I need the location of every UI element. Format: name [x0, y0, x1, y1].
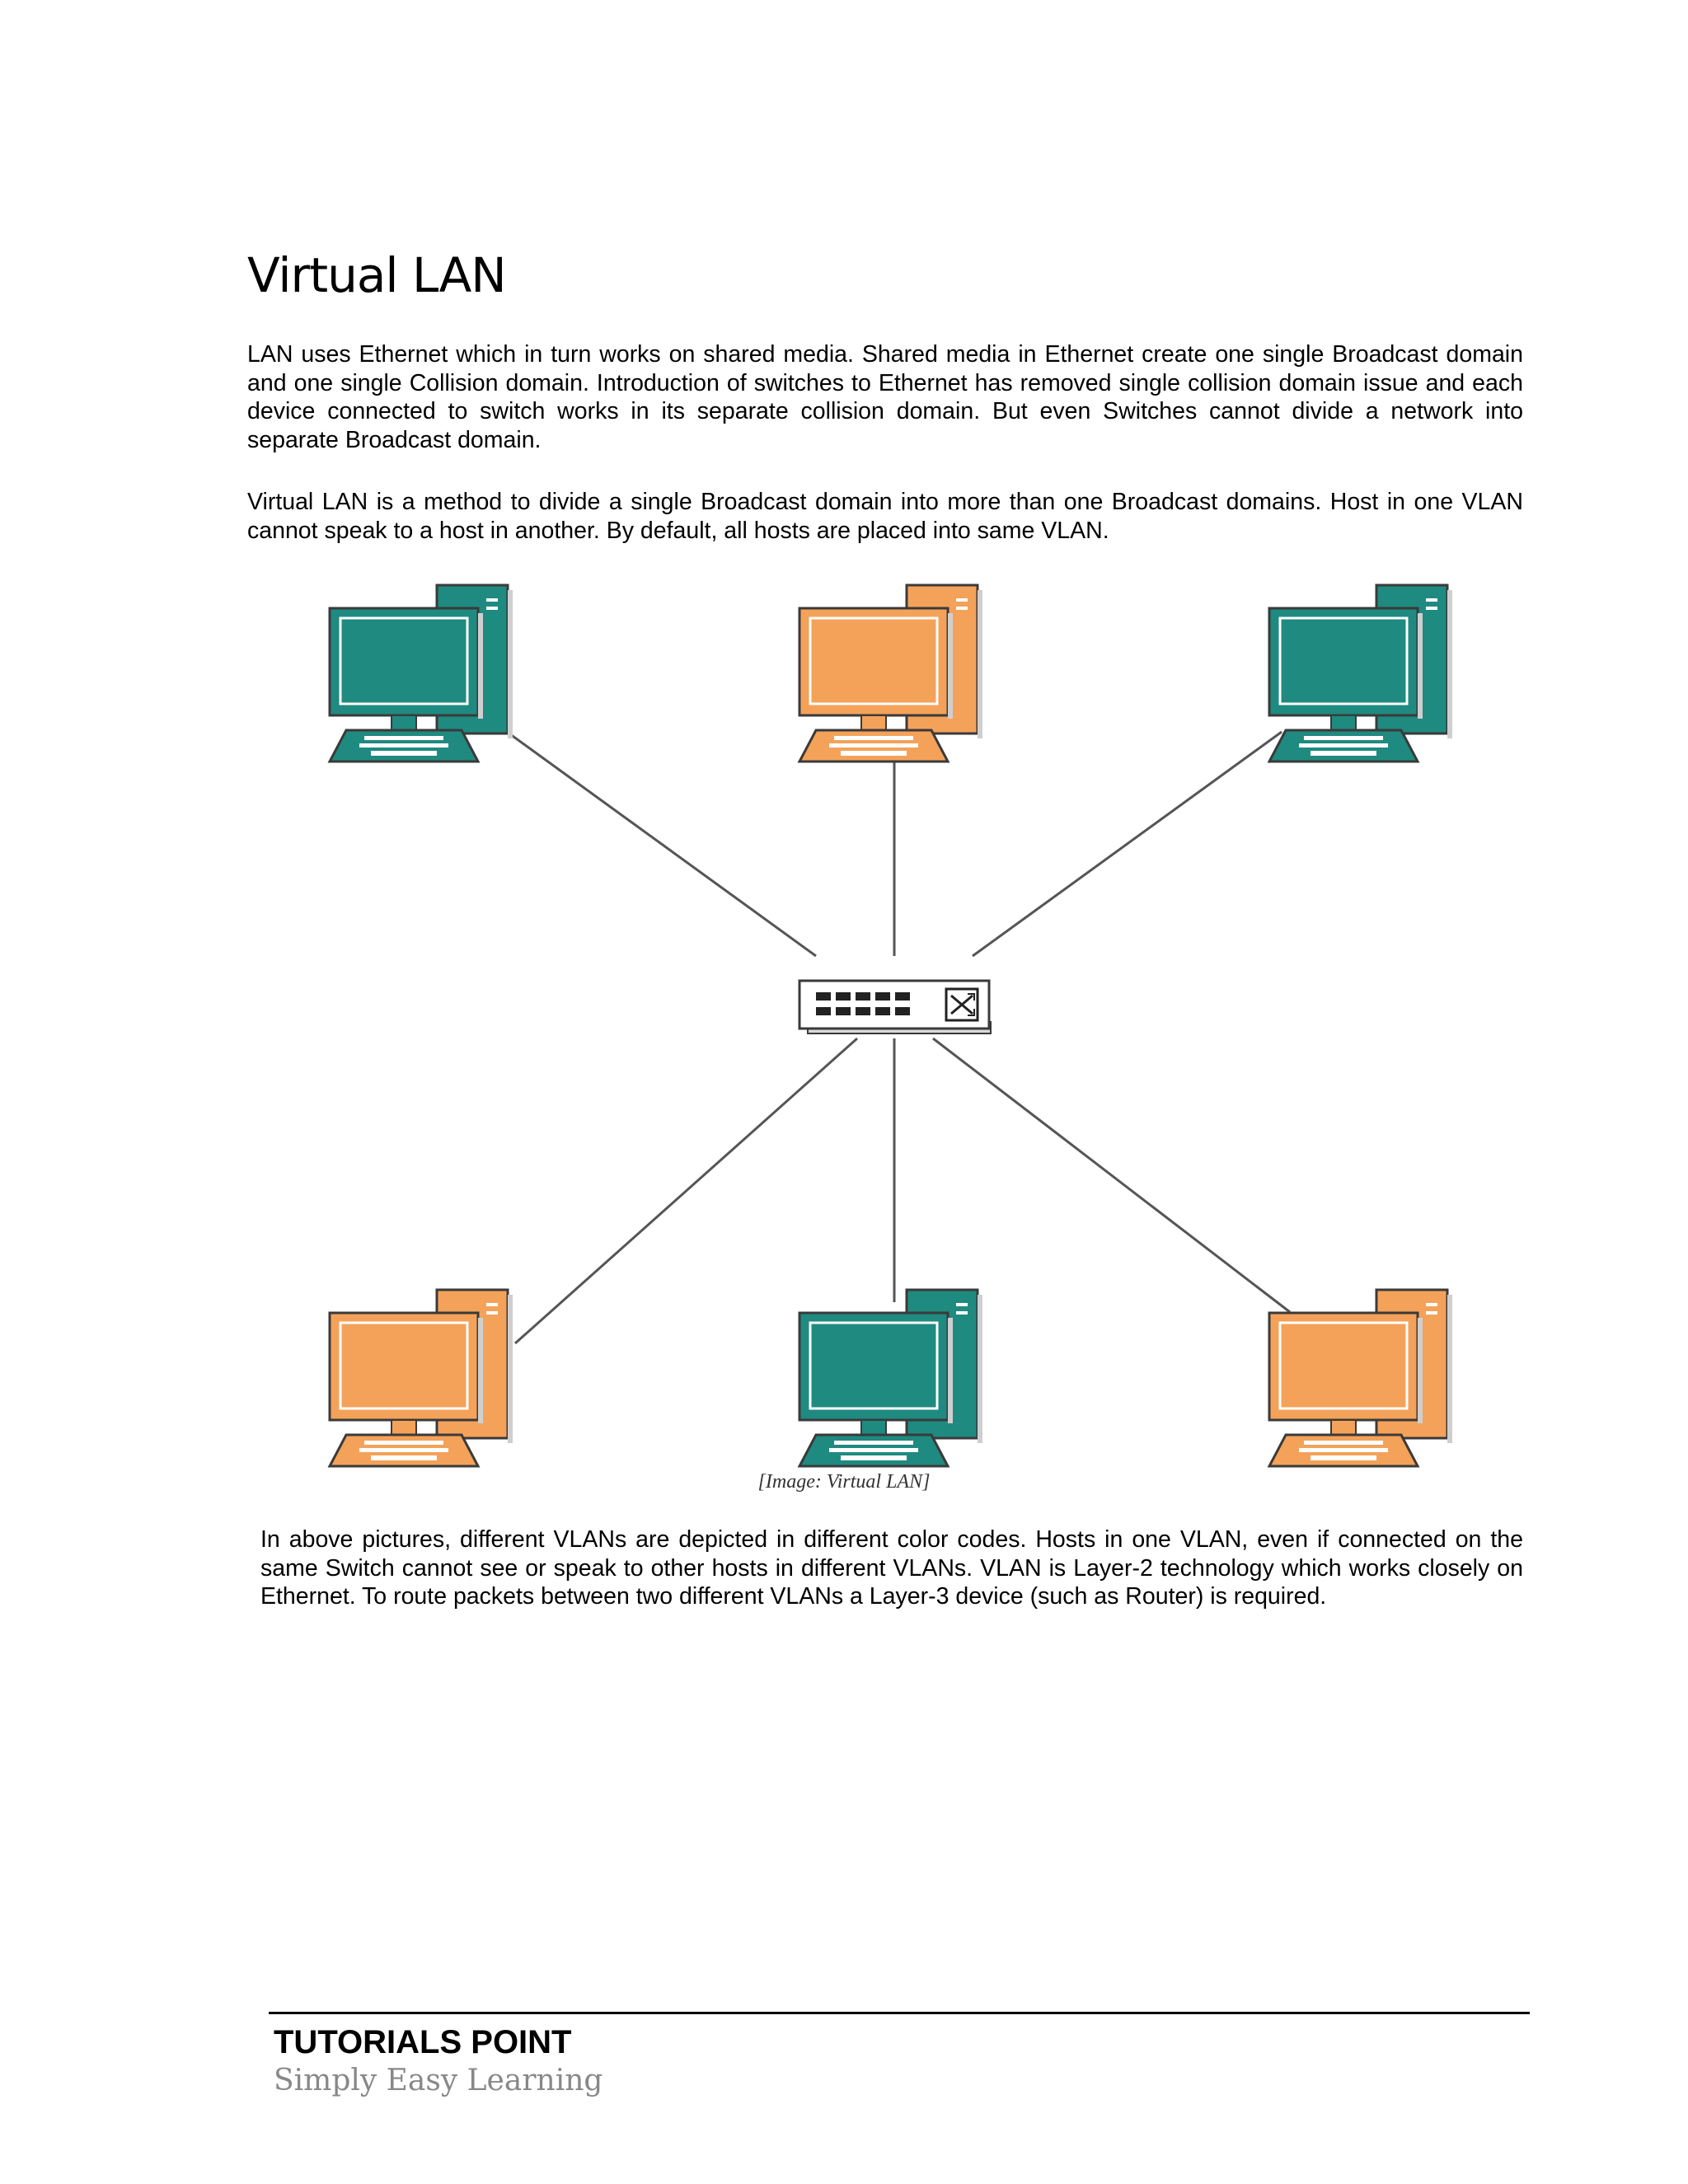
figure-caption: [Image: Virtual LAN] [757, 1471, 931, 1493]
host-bottom-right [1268, 1288, 1454, 1468]
link-top-left [506, 730, 817, 958]
page-title: Virtual LAN [247, 247, 507, 303]
footer-divider [269, 2012, 1530, 2014]
host-top-center [798, 583, 984, 763]
link-bottom-left [514, 1037, 858, 1345]
network-links [506, 730, 1291, 1345]
link-top-right [972, 730, 1282, 958]
footer-brand: TUTORIALS POINT [274, 2024, 572, 2060]
footer-tagline: Simply Easy Learning [274, 2064, 603, 2097]
host-bottom-center [798, 1288, 984, 1468]
switch-icon [798, 979, 992, 1034]
paragraph-vlan-definition: Virtual LAN is a method to divide a sing… [247, 489, 1523, 544]
paragraph-vlan-explanation: In above pictures, different VLANs are d… [260, 1526, 1523, 1610]
link-bottom-right [932, 1037, 1291, 1314]
vlan-diagram [328, 583, 1454, 1468]
host-top-left [328, 583, 514, 763]
host-bottom-left [328, 1288, 514, 1468]
host-top-right [1268, 583, 1454, 763]
paragraph-lan-intro: LAN uses Ethernet which in turn works on… [247, 341, 1523, 453]
